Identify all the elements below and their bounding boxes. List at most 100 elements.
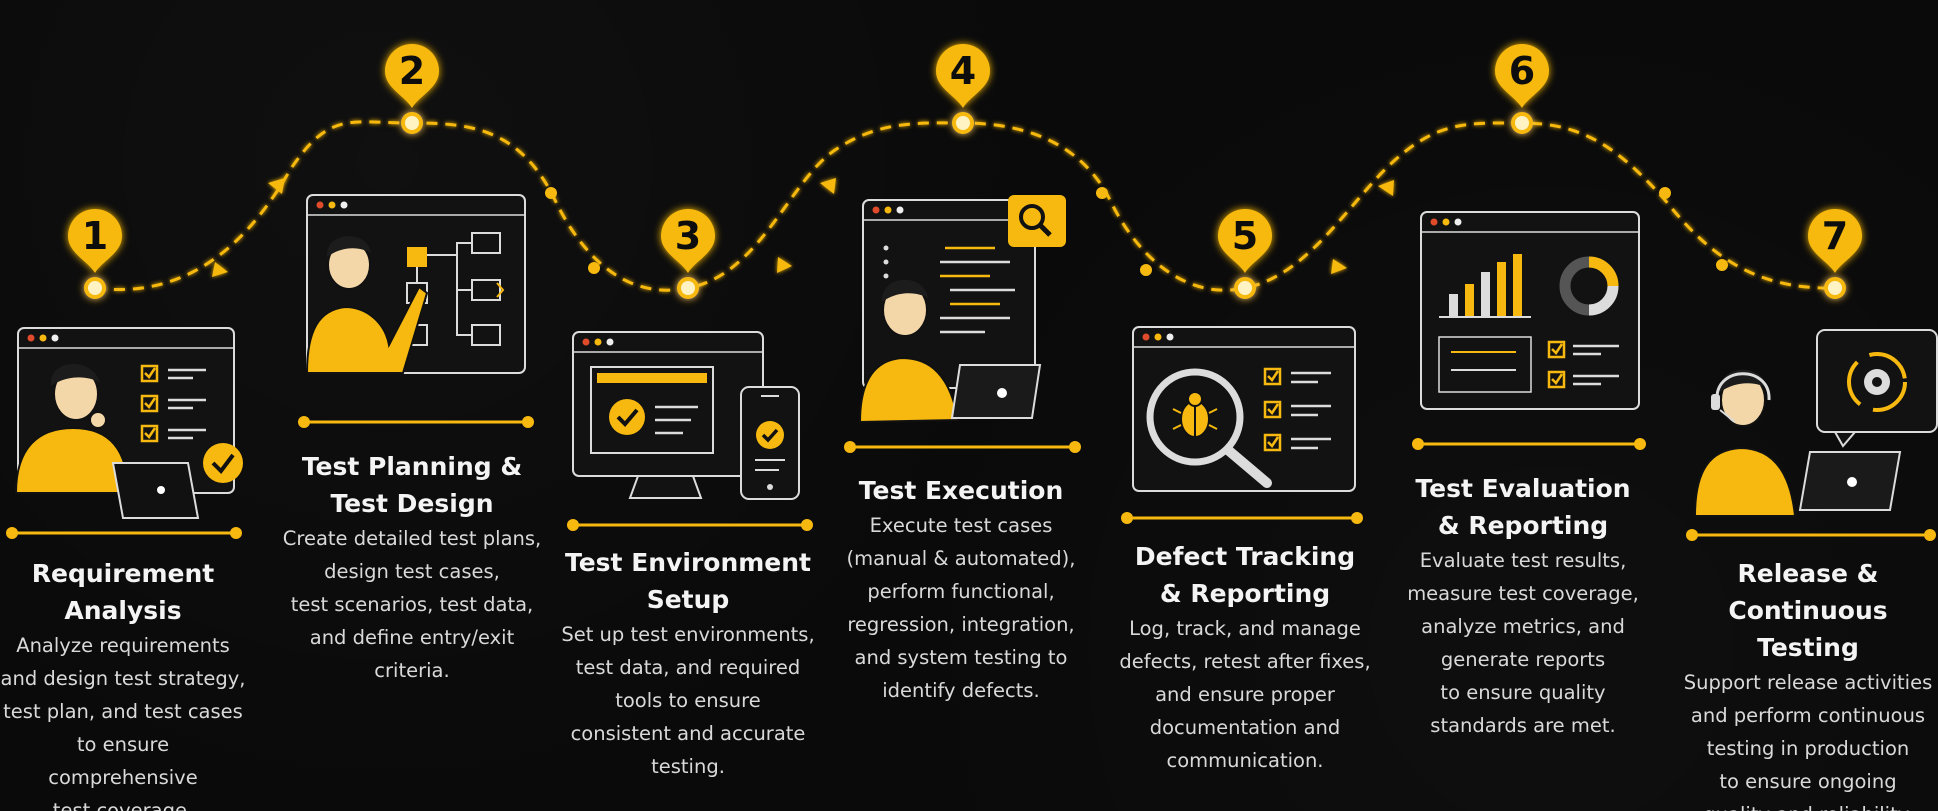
- pin-marker: [1495, 44, 1549, 108]
- step-title: Release &Continuous Testing: [1676, 555, 1938, 666]
- step-description-line: Log, track, and manage: [1129, 617, 1361, 640]
- illustration-baseline: [1686, 529, 1936, 541]
- step-number: 3: [675, 214, 701, 258]
- illustration-baseline: [1412, 438, 1646, 450]
- illustration-baseline: [567, 519, 813, 531]
- step-description-line: identify defects.: [882, 679, 1040, 702]
- step-number: 5: [1232, 214, 1258, 258]
- step-description-line: to ensure ongoing: [1719, 770, 1897, 793]
- step-description-line: measure test coverage,: [1407, 582, 1639, 605]
- step-description-line: quality and reliability.: [1676, 798, 1938, 811]
- pin-marker: [661, 209, 715, 273]
- step-description-line: analyze metrics, and: [1421, 615, 1625, 638]
- dashboard-charts-icon: [1420, 211, 1640, 410]
- step-description-line: and design test strategy,: [0, 667, 246, 690]
- step-pins: 1 2 3 4 5 6 7: [68, 44, 1862, 299]
- illustration-baseline: [298, 416, 534, 428]
- step-description-line: generate reports: [1440, 648, 1606, 671]
- step-description-line: design test cases,: [324, 560, 500, 583]
- step-number: 1: [82, 214, 108, 258]
- step-description-line: testing.: [651, 755, 725, 778]
- step-title-line: Test Design: [330, 489, 494, 518]
- step-pin-6: 6: [1495, 44, 1549, 134]
- step-description: Analyze requirements and design test stra…: [1, 629, 246, 811]
- desktop-and-mobile-check-icon: [572, 331, 800, 500]
- step-description-line: perform functional,: [867, 580, 1055, 603]
- arrow-marker: [212, 262, 228, 277]
- step-title: Defect Tracking& Reporting: [1110, 538, 1380, 612]
- step-description-line: test scenarios, test data,: [290, 593, 534, 616]
- pin-marker: [936, 44, 990, 108]
- step-description-line: and perform continuous: [1690, 704, 1926, 727]
- analyst-with-checklist-icon: [14, 327, 243, 519]
- step-description-line: (manual & automated),: [846, 547, 1076, 570]
- step-title: Test Execution: [829, 472, 1094, 509]
- step-description: Log, track, and manage defects, retest af…: [1110, 612, 1380, 777]
- step-pin-7: 7: [1808, 209, 1862, 299]
- step-description-line: Analyze requirements: [16, 634, 230, 657]
- step-description-line: and system testing to: [854, 646, 1068, 669]
- arrow-marker: [820, 178, 836, 194]
- step-title-line: Test Environment: [564, 548, 812, 577]
- step-description-line: test plan, and test cases: [3, 700, 243, 723]
- path-dots: [545, 187, 1728, 276]
- step-description-line: Support release activities: [1683, 671, 1933, 694]
- arrow-marker: [1331, 259, 1347, 274]
- bug-magnifier-icon: [1132, 326, 1356, 492]
- step-description-line: communication.: [1166, 749, 1324, 772]
- step-pin-3: 3: [661, 209, 715, 299]
- step-pin-2: 2: [385, 44, 439, 134]
- step-description: Set up test environments, test data, and …: [553, 618, 823, 783]
- step-number: 2: [399, 49, 425, 93]
- step-title-line: Continuous Testing: [1728, 596, 1888, 662]
- step-title-line: Test Evaluation: [1415, 474, 1631, 503]
- step-title: Test Evaluation & Reporting: [1396, 470, 1651, 544]
- tester-with-code-laptop-icon: [858, 195, 1066, 424]
- path-dot: [1659, 187, 1671, 199]
- step-pin-5: 5: [1218, 209, 1272, 299]
- illustration-baseline: [1121, 512, 1363, 524]
- path-node: [677, 277, 699, 299]
- pin-marker: [1218, 209, 1272, 273]
- step-title: Test Planning & Test Design: [277, 448, 547, 522]
- step-title-line: & Reporting: [1437, 511, 1609, 540]
- pin-marker: [1808, 209, 1862, 273]
- step-description-line: and ensure proper: [1155, 683, 1335, 706]
- path-node: [401, 112, 423, 134]
- step-description-line: tools to ensure: [615, 689, 761, 712]
- path-dot: [1716, 259, 1728, 271]
- step-pin-1: 1: [68, 209, 122, 299]
- step-title-line: & Reporting: [1159, 579, 1331, 608]
- step-description: Execute test cases(manual & automated),p…: [829, 509, 1094, 707]
- step-description: Support release activities and perform co…: [1676, 666, 1938, 811]
- step-number: 4: [950, 49, 976, 93]
- path-node: [1511, 112, 1533, 134]
- arrow-marker: [268, 178, 285, 194]
- step-title-line: Test Planning &: [301, 452, 523, 481]
- step-description-line: Set up test environments,: [561, 623, 815, 646]
- step-description-line: regression, integration,: [847, 613, 1075, 636]
- step-number: 6: [1509, 49, 1535, 93]
- path-arrows: [212, 178, 1394, 277]
- step-title-line: Requirement: [31, 559, 215, 588]
- step-title-line: Test Execution: [858, 476, 1064, 505]
- step-description-line: test data, and required: [575, 656, 801, 679]
- path-dot: [1096, 187, 1108, 199]
- path-dot: [545, 187, 557, 199]
- pin-marker: [68, 209, 122, 273]
- illustration-baseline: [6, 527, 242, 539]
- step-number: 7: [1822, 214, 1848, 258]
- path-node: [1234, 277, 1256, 299]
- pin-marker: [385, 44, 439, 108]
- step-description-line: defects, retest after fixes,: [1119, 650, 1371, 673]
- step-description-line: Create detailed test plans,: [282, 527, 542, 550]
- illustration-baseline: [844, 441, 1081, 453]
- step-description: Evaluate test results,measure test cover…: [1396, 544, 1651, 742]
